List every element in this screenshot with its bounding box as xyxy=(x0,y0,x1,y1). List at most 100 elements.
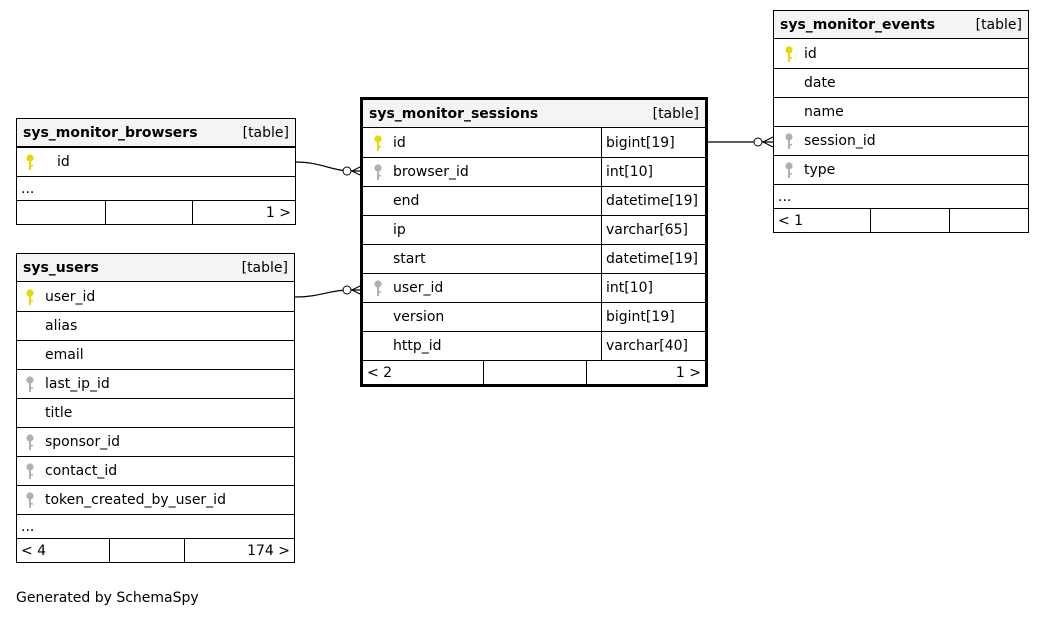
table-type: [table] xyxy=(652,105,699,122)
column-name: contact_id xyxy=(45,463,118,479)
footer-parents[interactable] xyxy=(17,201,105,224)
column-name: id xyxy=(57,154,70,170)
no-key-spacer xyxy=(784,103,798,121)
link-browsers-optional-marker xyxy=(342,166,352,176)
column-name: title xyxy=(45,405,73,421)
column-name: name xyxy=(804,104,844,120)
column-name: id xyxy=(393,134,406,151)
column-row[interactable]: name xyxy=(774,97,1028,126)
column-row[interactable]: id xyxy=(774,39,1028,68)
column-name: email xyxy=(45,347,84,363)
table-name: sys_monitor_sessions xyxy=(369,105,539,122)
column-row[interactable]: email xyxy=(17,340,294,369)
column-name: id xyxy=(804,45,817,62)
column-name: sponsor_id xyxy=(45,434,121,450)
column-row[interactable]: user_id xyxy=(17,282,294,311)
no-key-spacer xyxy=(373,221,387,239)
table-name: sys_monitor_browsers xyxy=(23,124,198,141)
column-row[interactable]: alias xyxy=(17,311,294,340)
foreign-key-icon xyxy=(25,491,39,509)
column-row[interactable]: contact_id xyxy=(17,456,294,485)
column-row[interactable]: id xyxy=(17,147,295,176)
column-name: start xyxy=(393,251,426,267)
foreign-key-icon xyxy=(25,462,39,480)
column-name: date xyxy=(804,75,836,91)
footer-children[interactable]: 1 > xyxy=(192,201,295,224)
column-row[interactable]: sponsor_id xyxy=(17,427,294,456)
footer-children[interactable] xyxy=(949,209,1028,232)
footer-mid xyxy=(105,201,192,224)
footer-mid xyxy=(870,209,949,232)
footer-mid xyxy=(109,539,184,562)
column-name: user_id xyxy=(393,280,444,296)
column-datatype: varchar[65] xyxy=(601,216,705,244)
column-name: user_id xyxy=(45,288,96,305)
table-sys-monitor-browsers[interactable]: sys_monitor_browsers [table] id ... 1 > xyxy=(16,118,296,225)
column-name: browser_id xyxy=(393,164,469,180)
column-name: token_created_by_user_id xyxy=(45,492,226,508)
column-datatype: bigint[19] xyxy=(601,303,705,331)
column-name: session_id xyxy=(804,133,876,149)
table-sys-monitor-sessions[interactable]: sys_monitor_sessions [table] id bigint[19… xyxy=(360,97,708,387)
column-name: alias xyxy=(45,318,78,334)
column-datatype: datetime[19] xyxy=(601,187,705,215)
column-row[interactable]: ip varchar[65] xyxy=(363,215,705,244)
table-footer: < 2 1 > xyxy=(363,360,705,384)
column-row[interactable]: session_id xyxy=(774,126,1028,155)
footer-parents[interactable]: < 1 xyxy=(778,212,804,229)
primary-key-icon xyxy=(25,288,39,306)
foreign-key-icon xyxy=(784,132,798,150)
column-row[interactable]: title xyxy=(17,398,294,427)
column-row[interactable]: end datetime[19] xyxy=(363,186,705,215)
no-key-spacer xyxy=(25,346,39,364)
column-name: type xyxy=(804,162,836,178)
column-datatype: varchar[40] xyxy=(601,332,705,360)
table-header: sys_monitor_browsers [table] xyxy=(17,119,295,147)
footer-children[interactable]: 174 > xyxy=(184,539,294,562)
column-name: ip xyxy=(393,222,406,238)
more-columns-ellipsis: ... xyxy=(774,184,1028,208)
table-header: sys_monitor_events [table] xyxy=(774,11,1028,39)
foreign-key-icon xyxy=(25,375,39,393)
table-footer: < 1 xyxy=(774,208,1028,232)
column-row[interactable]: id bigint[19] xyxy=(363,128,705,157)
column-row[interactable]: type xyxy=(774,155,1028,184)
column-row[interactable]: user_id int[10] xyxy=(363,273,705,302)
primary-key-icon xyxy=(373,134,387,152)
primary-key-icon xyxy=(25,153,39,171)
table-name: sys_monitor_events xyxy=(780,16,936,33)
column-row[interactable]: start datetime[19] xyxy=(363,244,705,273)
column-row[interactable]: last_ip_id xyxy=(17,369,294,398)
link-events-crowfoot xyxy=(762,136,774,148)
more-columns-ellipsis: ... xyxy=(17,176,295,200)
column-row[interactable]: browser_id int[10] xyxy=(363,157,705,186)
link-browsers-sessions xyxy=(294,161,362,172)
link-users-optional-marker xyxy=(342,285,352,295)
column-row[interactable]: date xyxy=(774,68,1028,97)
column-name: last_ip_id xyxy=(45,376,110,392)
column-datatype: int[10] xyxy=(601,158,705,186)
no-key-spacer xyxy=(373,250,387,268)
column-datatype: datetime[19] xyxy=(601,245,705,273)
foreign-key-icon xyxy=(373,163,387,181)
table-type: [table] xyxy=(975,16,1022,33)
table-name: sys_users xyxy=(23,259,99,276)
no-key-spacer xyxy=(25,317,39,335)
column-name: end xyxy=(393,193,420,209)
no-key-spacer xyxy=(784,74,798,92)
table-type: [table] xyxy=(241,259,288,276)
footer-children[interactable]: 1 > xyxy=(586,361,705,384)
table-header: sys_users [table] xyxy=(17,254,294,282)
table-footer: < 4 174 > xyxy=(17,538,294,562)
foreign-key-icon xyxy=(373,279,387,297)
column-row[interactable]: token_created_by_user_id xyxy=(17,485,294,514)
table-header: sys_monitor_sessions [table] xyxy=(363,100,705,128)
column-datatype: int[10] xyxy=(601,274,705,302)
footer-parents[interactable]: < 2 xyxy=(367,364,393,381)
column-datatype: bigint[19] xyxy=(601,128,705,157)
table-sys-monitor-events[interactable]: sys_monitor_events [table] id date name ses… xyxy=(773,10,1029,233)
footer-parents[interactable]: < 4 xyxy=(21,542,47,559)
